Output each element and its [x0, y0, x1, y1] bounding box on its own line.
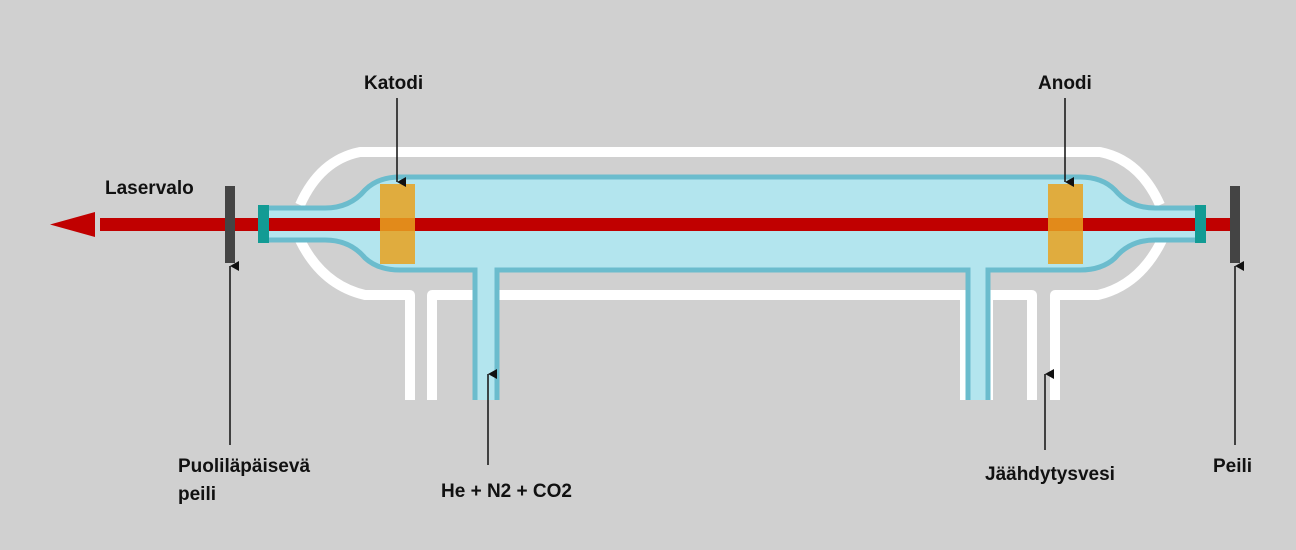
left-window — [258, 205, 269, 243]
cooling-jacket-lower — [295, 237, 1167, 400]
right-window — [1195, 205, 1206, 243]
puolilapaiseva-label-line1: Puoliläpäisevä — [178, 456, 310, 477]
gas-tube-wall — [265, 174, 1200, 400]
laser-beam-arrowhead — [50, 212, 95, 237]
cooling-jacket — [295, 147, 1167, 400]
gas-tube-fill — [265, 177, 1200, 400]
anodi-label: Anodi — [1038, 73, 1092, 94]
anode-electrode — [1048, 184, 1083, 264]
peili-label: Peili — [1213, 456, 1252, 477]
gas-tube-fill-right-port — [968, 268, 988, 400]
jaahdytysvesi-label: Jäähdytysvesi — [985, 464, 1115, 485]
partial-mirror — [225, 186, 235, 263]
katodi-label: Katodi — [364, 73, 423, 94]
laservalo-label: Laservalo — [105, 178, 194, 199]
cathode-electrode — [380, 184, 415, 264]
gas-tube — [265, 174, 1200, 400]
puolilapaiseva-label-line2: peili — [178, 484, 216, 505]
annotation-arrows — [229, 98, 1244, 465]
cooling-jacket-upper — [295, 147, 1165, 208]
gas-mixture-label: He + N2 + CO2 — [441, 481, 572, 502]
full-mirror — [1230, 186, 1240, 263]
